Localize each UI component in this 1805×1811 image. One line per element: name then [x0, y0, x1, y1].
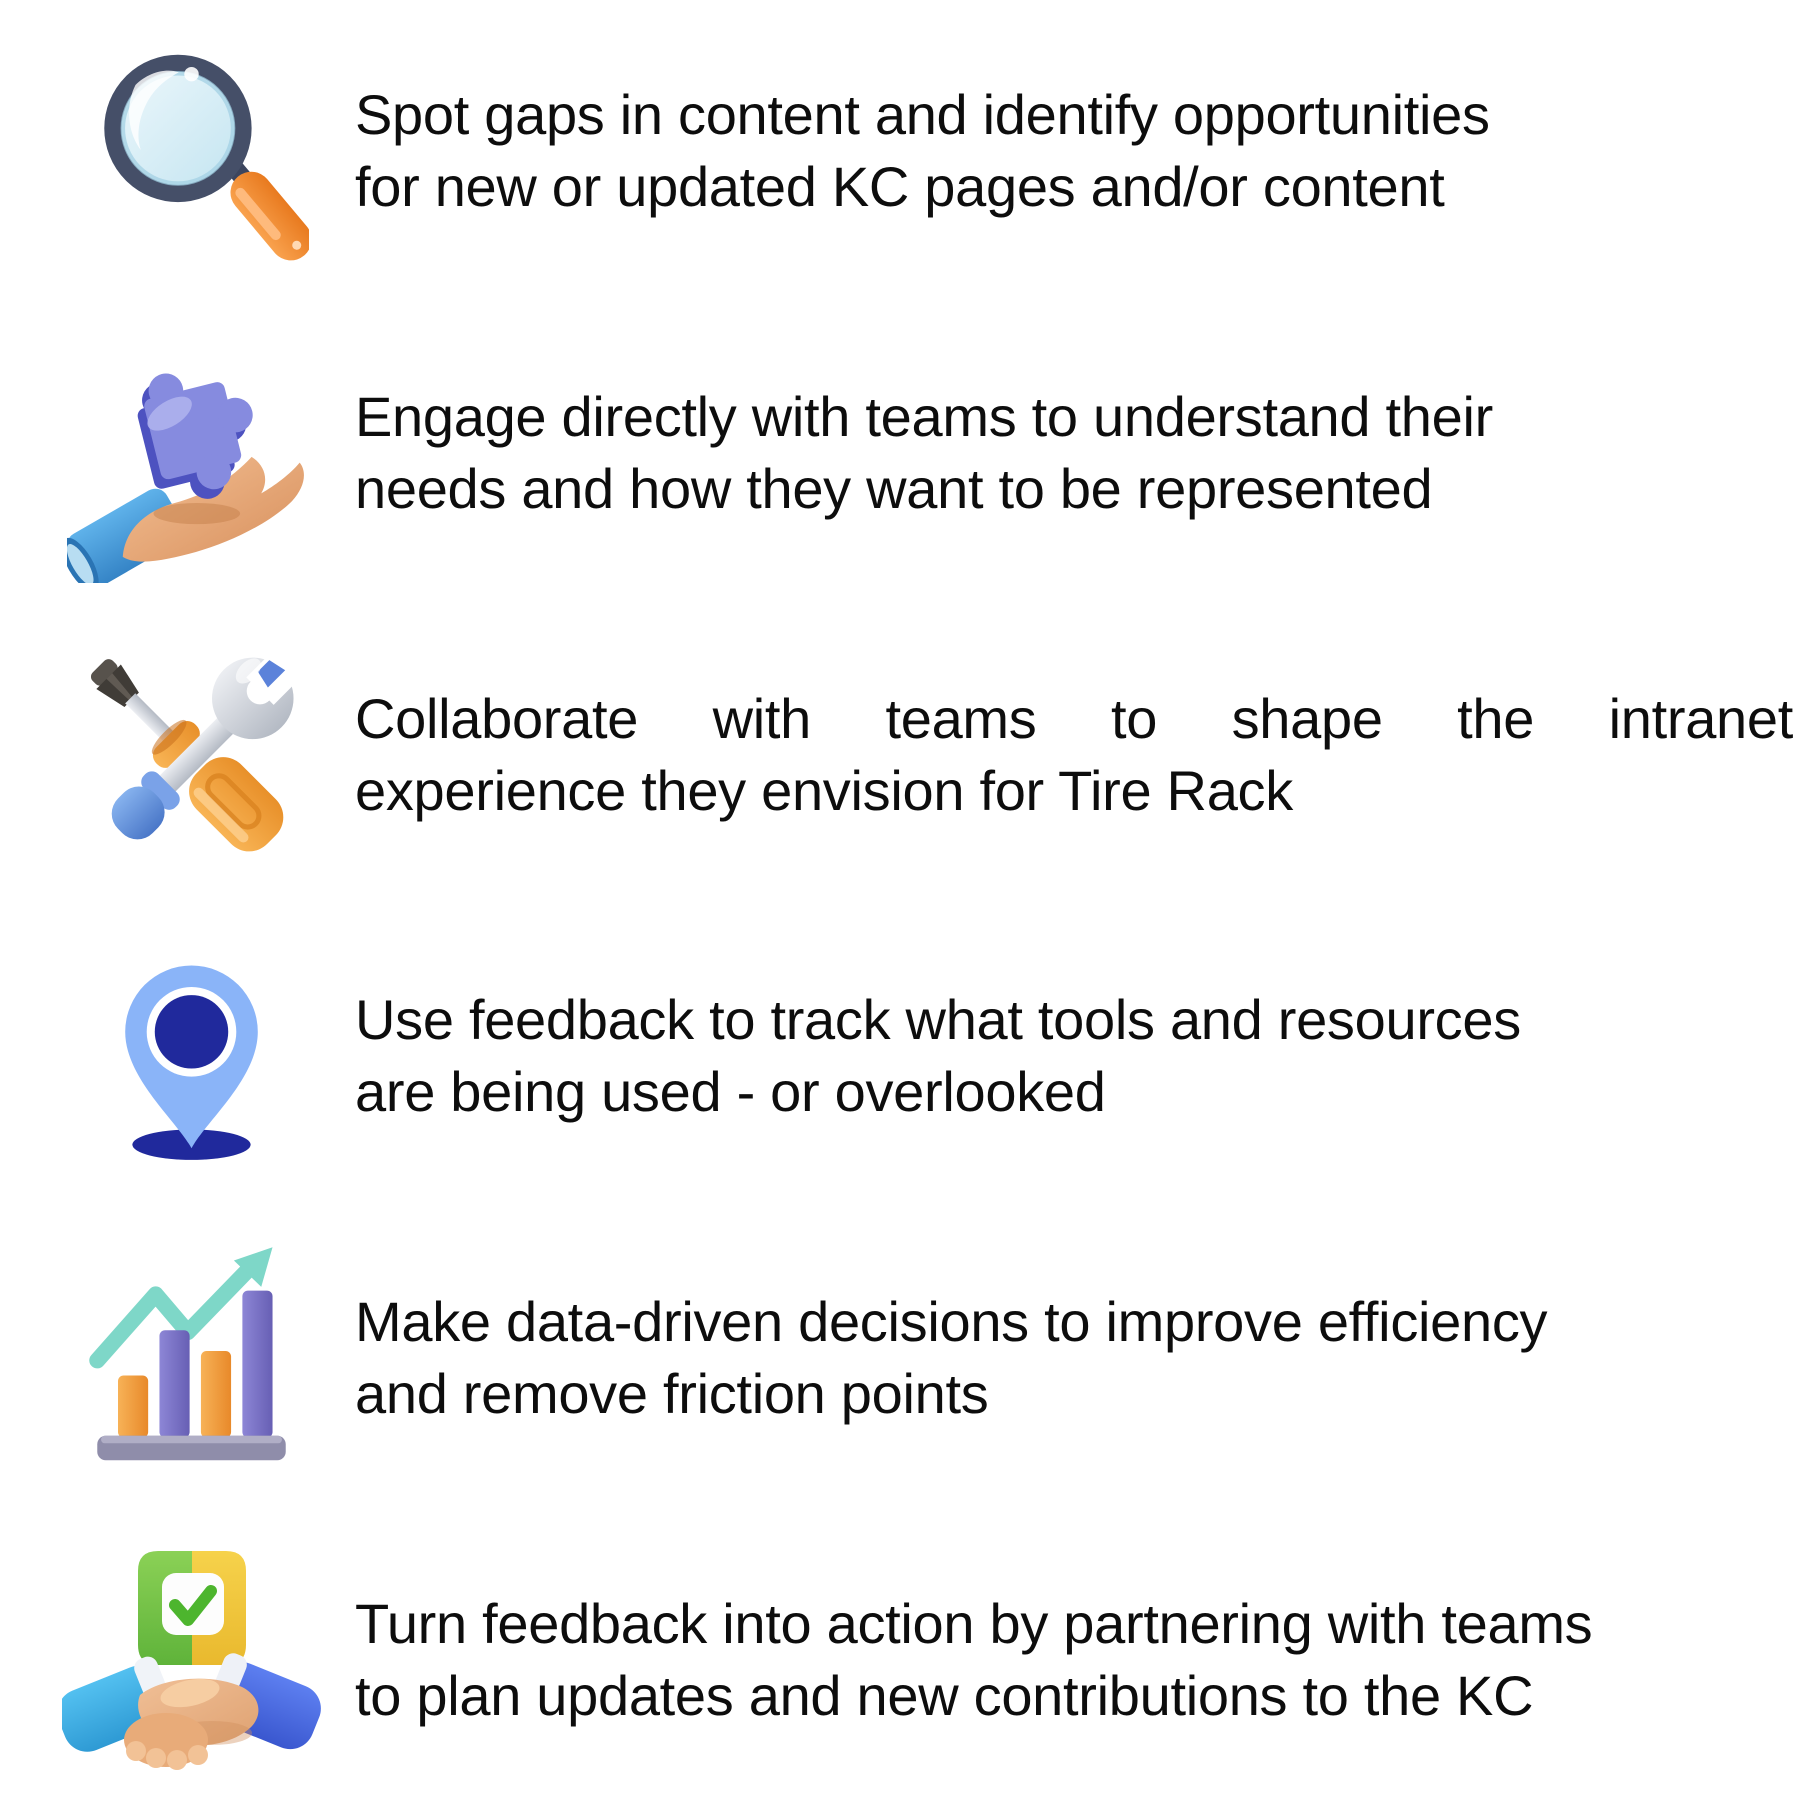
magnifier-icon: [104, 54, 309, 261]
icon-cell: [0, 622, 355, 887]
list-item-spot-gaps: Spot gaps in content and identify opport…: [0, 0, 1805, 302]
list-item-feedback-tracking: Use feedback to track what tools and res…: [0, 905, 1805, 1207]
clasped-hands: [123, 1678, 258, 1771]
icon-cell: [0, 1236, 355, 1481]
screwdriver: [90, 659, 284, 852]
text-line: are being used - or overlooked: [355, 1060, 1106, 1124]
hand-holding-puzzle-icon: [66, 373, 304, 583]
text-line: to plan updates and new contributions to…: [355, 1664, 1534, 1728]
icon-cell: [0, 323, 355, 583]
list-item-turn-feedback: Turn feedback into action by partnering …: [0, 1509, 1805, 1811]
list-item-text: Spot gaps in content and identify opport…: [355, 79, 1805, 223]
handshake-agreement-icon: [61, 1551, 321, 1771]
list-item-text: Collaborate with teams to shape the intr…: [355, 683, 1805, 827]
wrench: [111, 644, 307, 840]
icon-cell: [0, 1535, 355, 1785]
list-item-data-decisions: Make data-driven decisions to improve ef…: [0, 1207, 1805, 1509]
text-line: needs and how they want to be represente…: [355, 456, 1433, 520]
list-item-text: Use feedback to track what tools and res…: [355, 984, 1805, 1128]
list-item-text: Engage directly with teams to understand…: [355, 381, 1805, 525]
tools-icon: [90, 644, 307, 852]
text-line: Collaborate with teams to shape the intr…: [355, 686, 1793, 750]
text-line: Spot gaps in content and identify opport…: [355, 82, 1490, 146]
list-item-text: Make data-driven decisions to improve ef…: [355, 1286, 1805, 1430]
text-line: and remove friction points: [355, 1362, 989, 1426]
text-line: for new or updated KC pages and/or conte…: [355, 154, 1445, 218]
list-item-engage-teams: Engage directly with teams to understand…: [0, 302, 1805, 604]
text-line: experience they envision for Tire Rack: [355, 758, 1293, 822]
location-pin-icon: [125, 965, 258, 1161]
icon-cell: [0, 38, 355, 264]
bar-chart-growth-icon: [89, 1247, 286, 1460]
text-line: Engage directly with teams to understand…: [355, 384, 1493, 448]
text-line: Use feedback to track what tools and res…: [355, 988, 1521, 1052]
icon-cell: [0, 944, 355, 1168]
text-line: Turn feedback into action by partnering …: [355, 1592, 1593, 1656]
list-item-text: Turn feedback into action by partnering …: [355, 1588, 1805, 1732]
text-line: Make data-driven decisions to improve ef…: [355, 1290, 1548, 1354]
list-item-collaborate: Collaborate with teams to shape the intr…: [0, 604, 1805, 906]
